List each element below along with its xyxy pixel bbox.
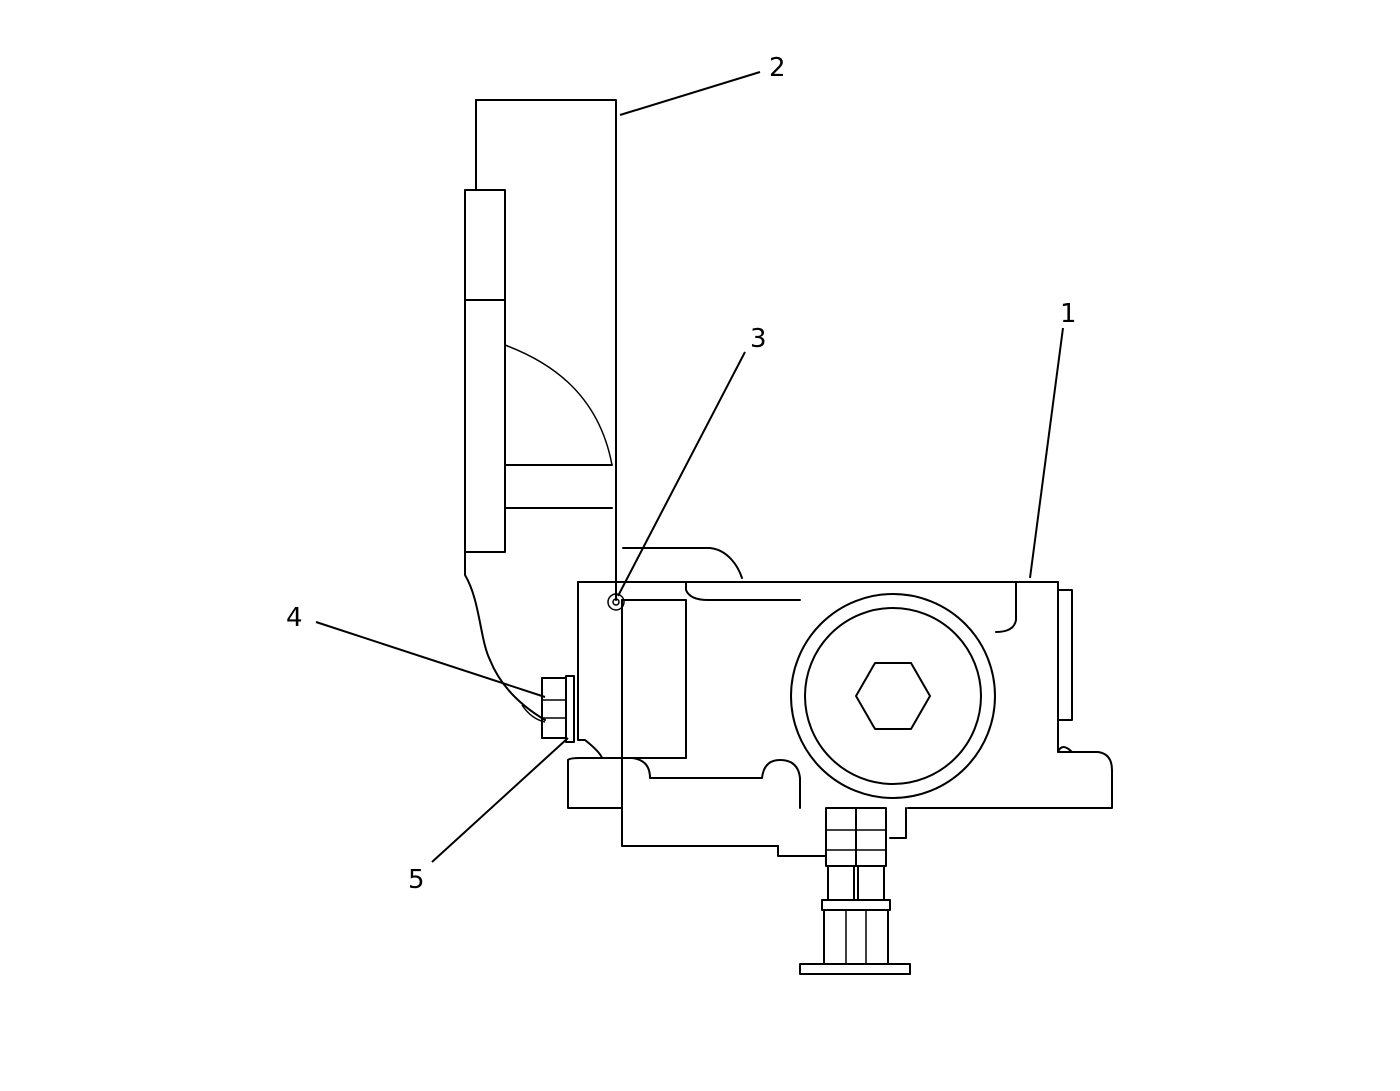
callout-1: 1 [1060,299,1077,329]
callout-2: 2 [769,53,786,83]
valve-body-part-1 [567,547,1113,857]
leader-3 [617,351,746,597]
leader-1 [1029,327,1064,579]
callout-labels: 1 2 3 4 5 [286,53,1077,895]
leader-2 [619,71,761,116]
washer-part-5 [565,675,575,743]
callout-4: 4 [286,603,303,633]
callout-5: 5 [408,865,425,895]
elbow-bracket-part-2 [464,99,617,723]
leader-4 [315,621,546,698]
leader-5 [431,737,569,863]
screw-part-3 [607,593,625,611]
callout-3: 3 [750,324,767,354]
nut-part-4 [541,677,567,739]
leader-lines [315,71,1064,863]
bottom-fittings [799,807,911,975]
port-plug [790,593,996,799]
